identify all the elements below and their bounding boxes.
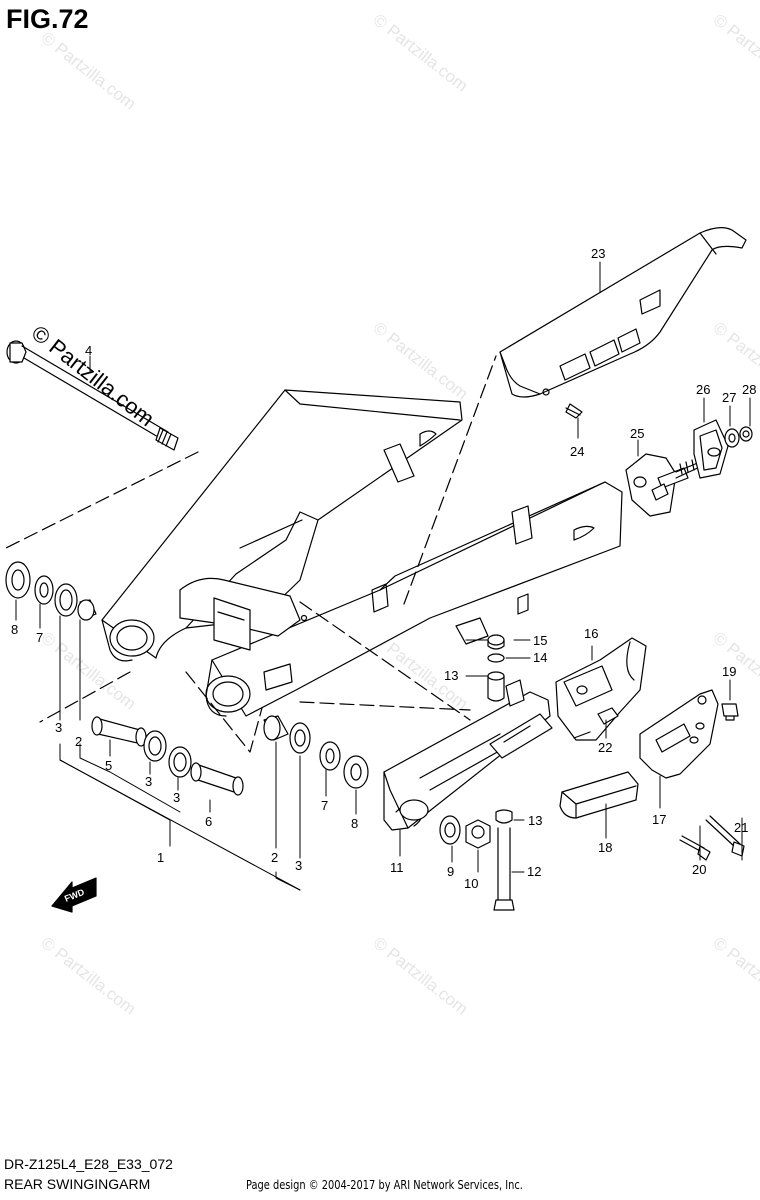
swingarm-body xyxy=(101,389,623,717)
watermark: © Partzilla.com xyxy=(710,933,760,1019)
callout-leaders xyxy=(15,261,751,891)
callout-14: 14 xyxy=(533,650,547,665)
chain-case xyxy=(499,227,747,419)
callout-5: 5 xyxy=(105,758,112,773)
callout-6: 6 xyxy=(205,814,212,829)
collar-washer-nut xyxy=(487,634,513,824)
pivot-shaft xyxy=(6,340,179,451)
callout-7-left: 7 xyxy=(36,630,43,645)
callout-3-mid-a: 3 xyxy=(145,774,152,789)
callout-19: 19 xyxy=(722,664,736,679)
callout-10: 10 xyxy=(464,876,478,891)
forward-direction-arrow xyxy=(51,877,97,913)
watermark: © Partzilla.com xyxy=(370,318,472,404)
callout-17: 17 xyxy=(652,812,666,827)
guide-plate xyxy=(639,689,719,779)
callout-23: 23 xyxy=(591,246,605,261)
watermark: © Partzilla.com xyxy=(710,10,760,96)
callout-3-right: 3 xyxy=(295,858,302,873)
right-pivot-bearings xyxy=(263,715,369,789)
chain-adjuster xyxy=(625,453,703,517)
callout-8-right: 8 xyxy=(351,816,358,831)
callout-12: 12 xyxy=(527,864,541,879)
callout-20: 20 xyxy=(692,862,706,877)
callout-4: 4 xyxy=(85,343,92,358)
callout-11: 11 xyxy=(390,860,404,875)
callout-25: 25 xyxy=(630,426,644,441)
chain-slider xyxy=(383,679,553,831)
watermark: © Partzilla.com xyxy=(38,28,140,114)
callout-18: 18 xyxy=(598,840,612,855)
watermark: © Partzilla.com xyxy=(370,10,472,96)
callout-21: 21 xyxy=(734,820,748,835)
callout-15: 15 xyxy=(533,633,547,648)
figure-number: FIG.72 xyxy=(6,4,89,34)
callout-13-top: 13 xyxy=(444,668,458,683)
middle-pivot-bearings xyxy=(91,716,244,796)
callout-2-left: 2 xyxy=(75,734,82,749)
watermark: © Partzilla.com xyxy=(370,933,472,1019)
chain-adjuster-bracket xyxy=(555,637,647,741)
bolt-19 xyxy=(721,703,739,721)
callout-7-right: 7 xyxy=(321,798,328,813)
callout-1: 1 xyxy=(157,850,164,865)
section-title: REAR SWINGINGARM xyxy=(4,1176,151,1192)
callout-labels: 4 23 24 25 26 27 28 8 7 3 2 5 3 3 6 1 2 … xyxy=(11,246,756,891)
bolts-20-21 xyxy=(679,815,745,861)
callout-2-right: 2 xyxy=(271,850,278,865)
callout-8-left: 8 xyxy=(11,622,18,637)
callout-9: 9 xyxy=(447,864,454,879)
callout-26: 26 xyxy=(696,382,710,397)
callout-16: 16 xyxy=(584,626,598,641)
left-pivot-bearings xyxy=(5,561,97,621)
callout-3-left: 3 xyxy=(55,720,62,735)
page-credit: Page design © 2004-2017 by ARI Network S… xyxy=(246,1178,523,1192)
chain-guide-block xyxy=(559,771,639,819)
callout-28: 28 xyxy=(742,382,756,397)
callout-13-bottom: 13 xyxy=(528,813,542,828)
callout-24: 24 xyxy=(570,444,584,459)
model-code: DR-Z125L4_E28_E33_072 xyxy=(4,1156,173,1172)
callout-22: 22 xyxy=(598,740,612,755)
callout-3-mid-b: 3 xyxy=(173,790,180,805)
watermark: © Partzilla.com xyxy=(38,933,140,1019)
callout-27: 27 xyxy=(722,390,736,405)
bolt-and-nut xyxy=(439,815,515,911)
adjuster-plate-and-washers xyxy=(693,419,753,479)
